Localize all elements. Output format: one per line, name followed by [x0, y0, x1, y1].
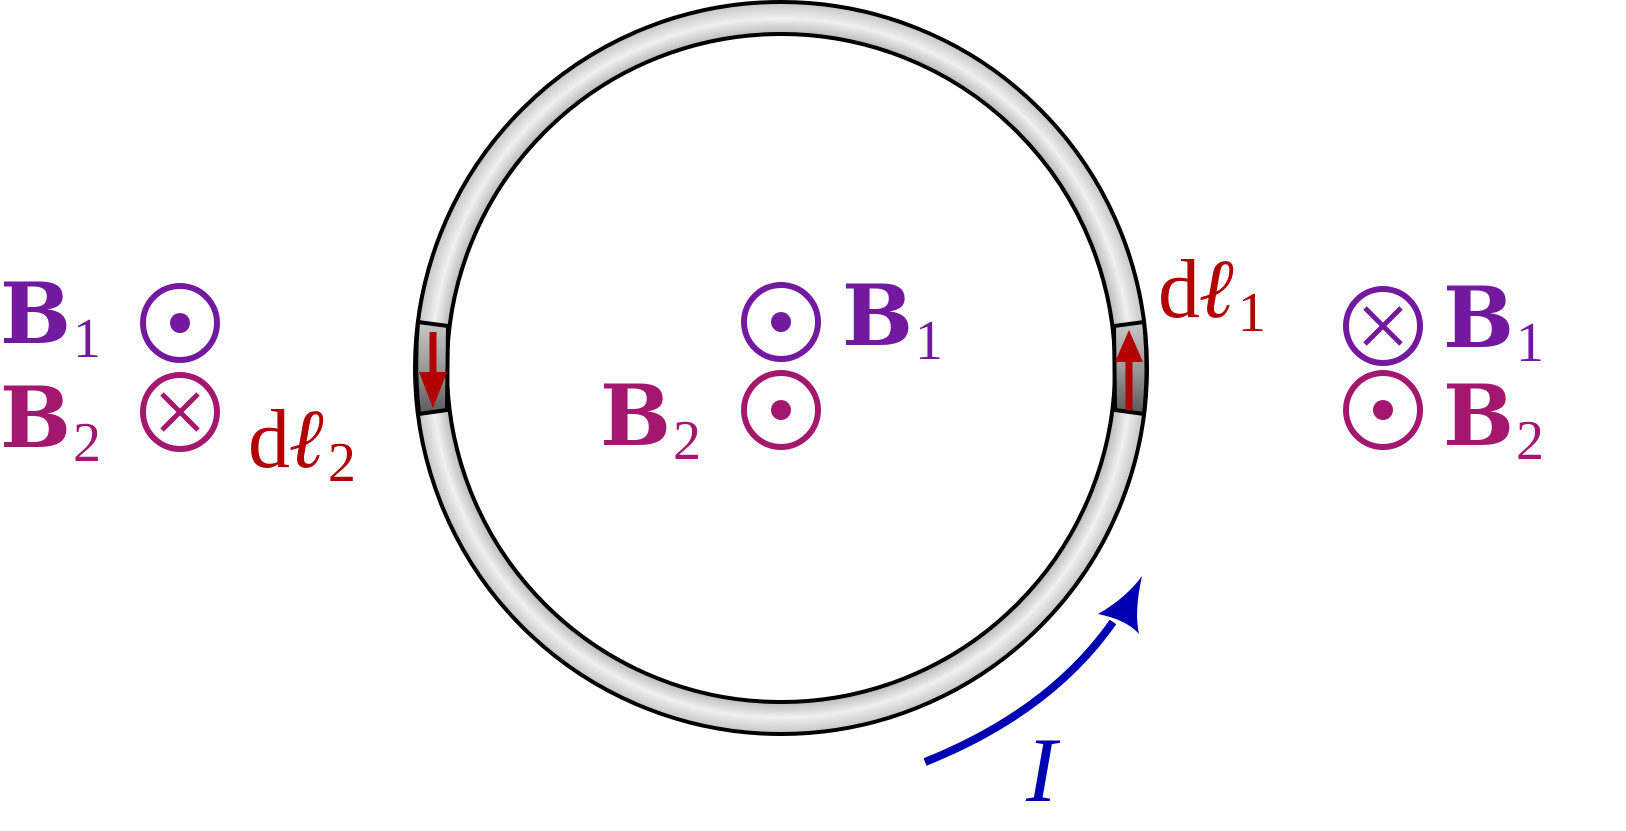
arrowhead-icon: [1098, 576, 1142, 634]
b1-symbol: B: [1443, 268, 1514, 367]
dl1-d: d: [1158, 243, 1200, 336]
left-b1-label: B1: [0, 272, 101, 368]
dl1-ell: ℓ: [1200, 243, 1236, 336]
dl2-subscript: 2: [327, 432, 356, 494]
b2-symbol: B: [1443, 366, 1514, 465]
b2-subscript: 2: [73, 412, 101, 474]
b1-symbol: B: [842, 266, 913, 365]
b1-symbol: B: [0, 264, 71, 363]
right-b1-cross-circle-icon: [1343, 286, 1423, 366]
dl2-segment: [414, 319, 451, 417]
current-label: I: [1026, 719, 1057, 821]
dl1-segment: [1111, 319, 1149, 417]
center-b2-dot-circle-icon: [741, 370, 821, 450]
b1-subscript: 1: [915, 310, 943, 372]
current-arrow: [923, 576, 1142, 766]
dl2-ell: ℓ: [290, 393, 326, 486]
left-b2-cross-circle-icon: [140, 372, 220, 452]
center-b1-dot-circle-icon: [741, 282, 821, 362]
current-loop-ring: [413, 0, 1149, 736]
right-b1-label: B1: [1443, 276, 1544, 372]
b1-subscript: 1: [1516, 312, 1544, 374]
left-b2-label: B2: [0, 376, 101, 472]
center-b2-label: B2: [600, 374, 701, 470]
arrow-up-icon: [1115, 330, 1143, 362]
b1-subscript: 1: [73, 308, 101, 370]
b2-symbol: B: [600, 366, 671, 465]
right-b2-label: B2: [1443, 374, 1544, 470]
dl2-label: dℓ2: [248, 398, 356, 492]
dl1-subscript: 1: [1237, 282, 1266, 344]
left-b1-dot-circle-icon: [140, 283, 220, 363]
right-b2-dot-circle-icon: [1343, 370, 1423, 450]
dl2-d: d: [248, 393, 290, 486]
b2-symbol: B: [0, 368, 71, 467]
b2-subscript: 2: [673, 410, 701, 472]
arrow-down-icon: [419, 372, 447, 408]
b2-subscript: 2: [1516, 410, 1544, 472]
center-b1-label: B1: [842, 274, 943, 370]
dl1-label: dℓ1: [1158, 248, 1266, 342]
